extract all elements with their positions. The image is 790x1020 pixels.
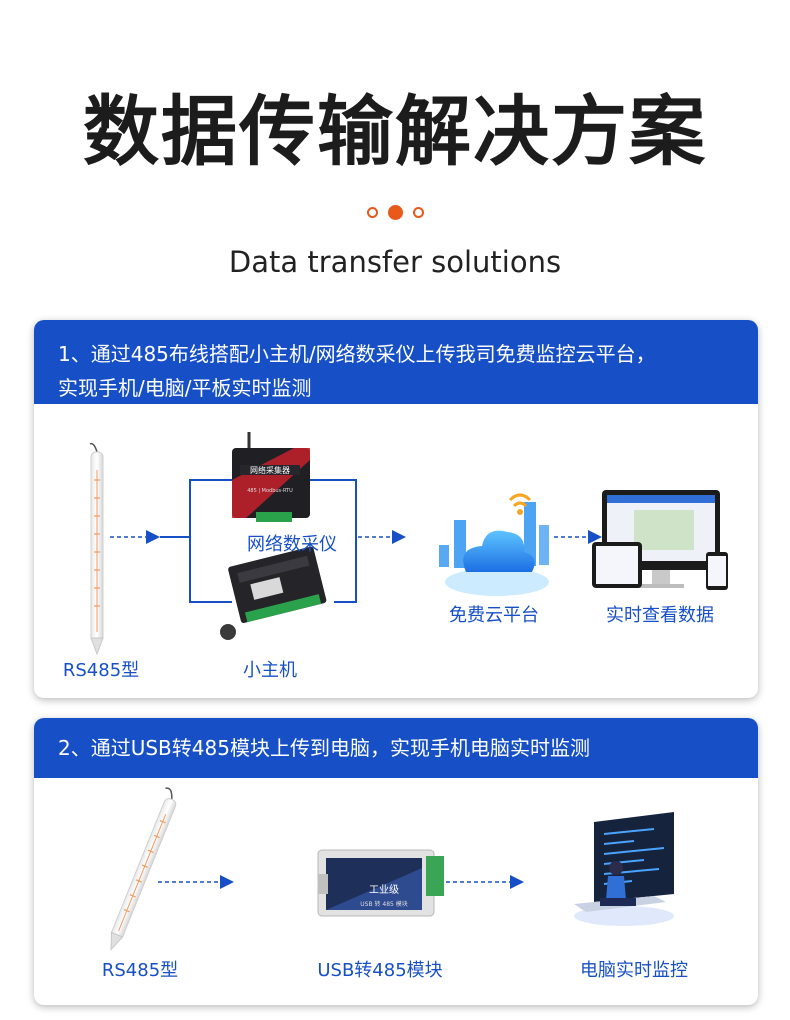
module-sub-text: USB 转 485 模块 <box>360 900 408 908</box>
arrow-icon <box>110 530 160 544</box>
device-bracket <box>160 479 357 603</box>
network-collector-icon: 网络采集器 485 | Modbus-RTU <box>232 432 310 522</box>
mini-host-icon <box>228 546 327 623</box>
cloud-platform-icon <box>439 493 549 596</box>
label-view-data: 实时查看数据 <box>606 605 714 626</box>
devices-screen-icon <box>592 490 728 590</box>
usb-module-icon: 工业级 USB 转 485 模块 <box>317 849 444 917</box>
computer-user-icon <box>574 812 674 926</box>
page-title: 数据传输解决方案 <box>83 87 707 176</box>
label-rs485-sensor: RS485型 <box>62 660 140 681</box>
arrow-icon <box>358 530 406 544</box>
arrow-icon <box>446 875 524 889</box>
connector-icon <box>220 624 236 640</box>
dot-icon <box>412 207 424 218</box>
section-485-cloud: 1、通过485布线搭配小主机/网络数采仪上传我司免费监控云平台， 实现手机/电脑… <box>34 320 758 698</box>
section-header: 2、通过USB转485模块上传到电脑，实现手机电脑实时监测 <box>34 718 758 778</box>
section-header-line2: 实现手机/电脑/平板实时监测 <box>58 376 312 400</box>
flow-diagram: 工业级 USB 转 485 模块 <box>110 787 674 951</box>
section-header-line1: 1、通过485布线搭配小主机/网络数采仪上传我司免费监控云平台， <box>58 342 656 366</box>
collector-sub-text: 485 | Modbus-RTU <box>247 488 293 494</box>
collector-title-text: 网络采集器 <box>250 465 290 475</box>
section-usb-485: 2、通过USB转485模块上传到电脑，实现手机电脑实时监测 工业级 <box>34 718 758 1005</box>
module-title-text: 工业级 <box>369 884 399 896</box>
arrow-icon <box>158 875 234 889</box>
rs485-sensor-icon <box>89 442 104 656</box>
label-computer-monitoring: 电脑实时监控 <box>580 960 688 981</box>
arrow-icon <box>554 530 602 544</box>
section-header: 1、通过485布线搭配小主机/网络数采仪上传我司免费监控云平台， 实现手机/电脑… <box>34 320 758 404</box>
dot-icon <box>366 207 378 218</box>
label-rs485-sensor: RS485型 <box>101 960 179 981</box>
section-header-line1: 2、通过USB转485模块上传到电脑，实现手机电脑实时监测 <box>58 736 590 760</box>
label-mini-host: 小主机 <box>243 660 297 681</box>
label-usb-module: USB转485模块 <box>317 960 443 981</box>
decor-dots <box>0 205 790 220</box>
dot-filled-icon <box>387 205 403 220</box>
label-network-collector: 网络数采仪 <box>247 534 337 555</box>
rs485-sensor-icon <box>110 787 177 951</box>
label-cloud-platform: 免费云平台 <box>449 605 539 626</box>
flow-diagram: 网络采集器 485 | Modbus-RTU <box>89 432 728 656</box>
page-subtitle: Data transfer solutions <box>228 245 562 279</box>
